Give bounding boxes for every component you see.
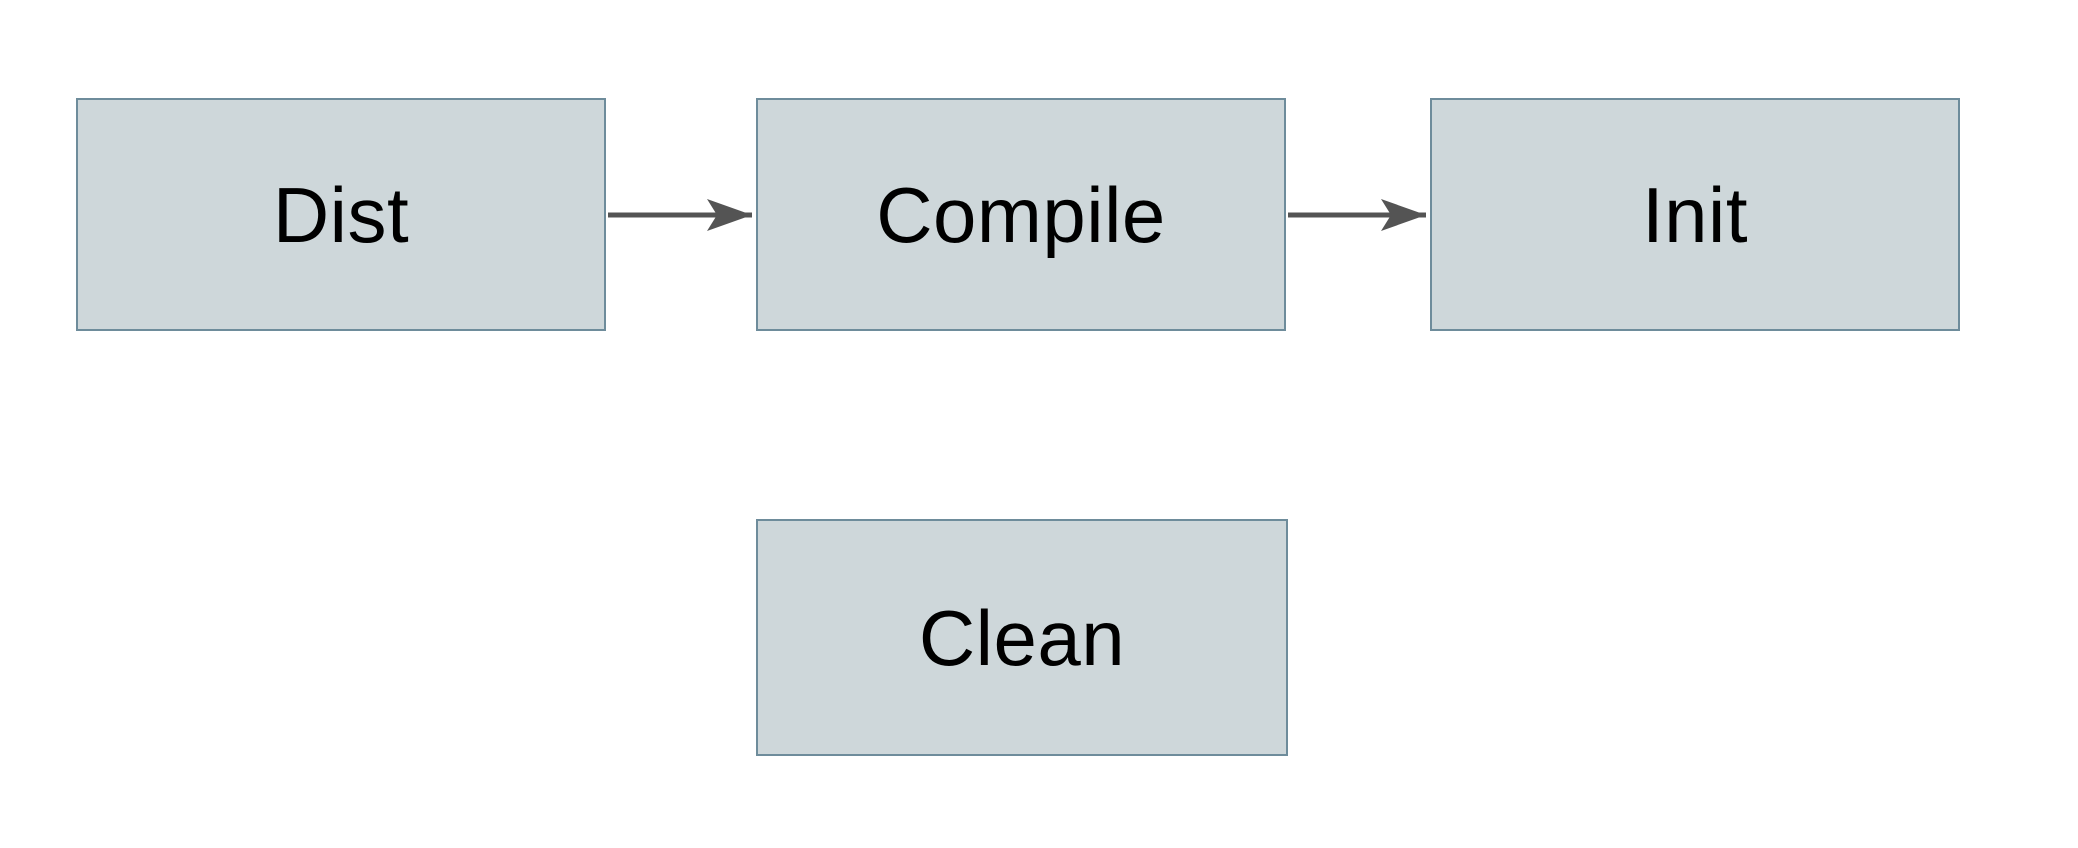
node-dist: Dist [76, 98, 606, 331]
node-compile: Compile [756, 98, 1286, 331]
node-clean-label: Clean [918, 593, 1126, 682]
node-init: Init [1430, 98, 1960, 331]
node-dist-label: Dist [272, 170, 410, 259]
node-compile-label: Compile [876, 170, 1166, 259]
node-clean: Clean [756, 519, 1288, 756]
node-init-label: Init [1641, 170, 1749, 259]
